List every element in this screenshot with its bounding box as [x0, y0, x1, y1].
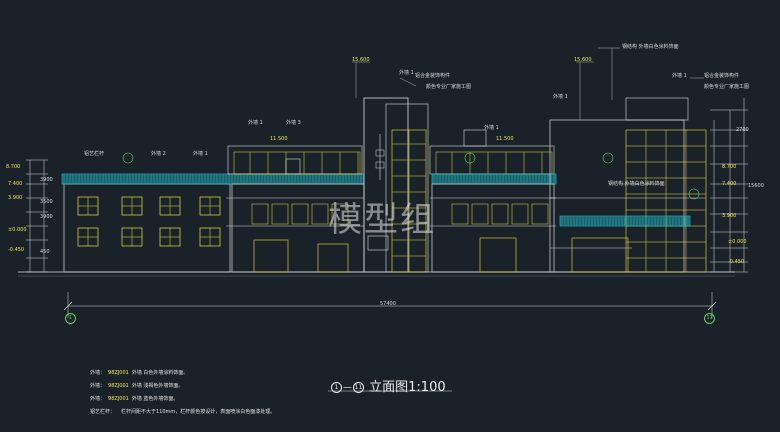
drawing-title: 1—11 立面图1:100 [330, 376, 446, 395]
note-code: 98ZJ001 [108, 383, 129, 389]
annotation-a10: 铝合金装饰构件 [704, 73, 740, 79]
note-code: 98ZJ001 [108, 370, 129, 376]
annotation-a1: 铝艺栏杆 [84, 151, 105, 157]
note-text: 外墙 浅褐色外墙饰面。 [131, 383, 184, 389]
dim-tick-slash [707, 301, 717, 311]
annotation-a34: 450 [40, 249, 50, 255]
note-label: 外墙： [90, 383, 106, 389]
upper-right-glazing [435, 151, 553, 175]
annotation-a30: 3900 [40, 177, 53, 183]
title-text: 立面图1:100 [369, 380, 446, 395]
glass-panel [291, 203, 309, 225]
watermark: 模型组 [328, 200, 436, 240]
annotation-a19: 11.500 [496, 136, 514, 142]
annotation-a31: 3500 [40, 199, 53, 205]
annotation-a32: 3900 [40, 214, 53, 220]
glass-panel [311, 203, 329, 225]
annotation-a8: 外墙 1 [553, 94, 568, 100]
annotation-a12: 颜色专业厂家施工图 [704, 84, 750, 90]
right-stair-top [463, 129, 487, 147]
note-code: 98ZJ001 [108, 396, 129, 402]
dim-tick-slash [63, 301, 73, 311]
annotation-a33: 2700 [736, 127, 749, 133]
annotation-a16: 15.600 [352, 57, 370, 63]
title-axis-start: 1 [331, 382, 342, 393]
annotation-a25: 3.900 [722, 213, 737, 219]
note-text: 栏杆间距不大于110mm，栏杆颜色按设计，表面喷涂白色面漆处理。 [121, 409, 276, 415]
upper-door [285, 158, 301, 175]
annotation-a14: 钢结构 外墙白色涂料饰面 [608, 181, 665, 187]
tower-ornament [375, 161, 385, 169]
glass-panel [511, 203, 529, 225]
annotation-a26: ±0.000 [8, 227, 27, 233]
glass-panel [251, 203, 269, 225]
upper-left-glazing [233, 151, 361, 175]
far-right-block [549, 119, 685, 273]
annotation-a11: 颜色专业厂家施工图 [426, 84, 472, 90]
note-label: 铝艺栏杆： [90, 409, 116, 415]
upper-left-box [227, 145, 363, 175]
annotation-a13: 钢结构 外墙白色涂料饰面 [622, 44, 679, 50]
annotation-a6: 外墙 1 [399, 70, 414, 76]
annotation-a5: 外墙 3 [286, 120, 301, 126]
note-label: 外墙： [90, 396, 106, 402]
annotation-a2: 外墙 2 [151, 151, 166, 157]
total-dimension: 57400 [380, 301, 396, 307]
leader [399, 77, 417, 87]
annotation-a4: 外墙 1 [248, 120, 263, 126]
glass-panel [271, 203, 289, 225]
annotation-a23: 7.400 [722, 181, 737, 187]
right-block [431, 183, 555, 273]
left-parapet-railing [61, 173, 365, 185]
title-dash: — [343, 382, 352, 393]
annotation-a9: 铝合金装饰构件 [415, 73, 451, 79]
title-axis-end: 11 [353, 382, 364, 393]
axis-marker [688, 188, 700, 200]
tower-ornament [375, 149, 385, 157]
note-label: 外墙： [90, 370, 106, 376]
annotation-a18: 11.500 [270, 136, 288, 142]
glass-panel [491, 203, 509, 225]
glass-panel [451, 203, 469, 225]
annotation-a22: 7.400 [8, 181, 23, 187]
upper-right-box [429, 145, 555, 175]
annotation-a3: 外墙 1 [193, 151, 208, 157]
glass-panel [531, 203, 549, 225]
annotation-a21: 8.700 [722, 164, 737, 170]
entrance-door [253, 239, 289, 273]
axis-bubble-right: 11 [704, 313, 715, 324]
annotation-a15: 外墙 1 [672, 73, 687, 79]
glass-panel [471, 203, 489, 225]
annotation-a27: ±0.000 [728, 239, 747, 245]
axis-marker [464, 152, 476, 164]
annotation-a24: 3.900 [8, 195, 23, 201]
glass-panel [331, 203, 349, 225]
annotation-a29: -0.450 [728, 259, 745, 265]
axis-bubble-left: 1 [65, 313, 76, 324]
annotation-a17: 15.600 [574, 57, 592, 63]
annotation-a7: 外墙 1 [484, 125, 499, 131]
far-right-top [625, 97, 689, 121]
building-outline [18, 47, 748, 392]
axis-marker [122, 152, 134, 164]
annotation-a20: 8.700 [6, 164, 21, 170]
right-entrance [479, 237, 517, 273]
note-text: 外墙 蓝色外墙饰面。 [131, 396, 179, 402]
far-right-door [571, 237, 629, 273]
side-door [317, 243, 349, 273]
annotation-a28: -0.450 [8, 247, 25, 253]
note-row: 铝艺栏杆： 栏杆间距不大于110mm，栏杆颜色按设计，表面喷涂白色面漆处理。 [90, 408, 275, 415]
tower-window [367, 235, 389, 251]
annotation-a35: 15600 [748, 183, 764, 189]
axis-marker [602, 152, 614, 164]
note-text: 外墙 白色外墙涂料饰面。 [131, 370, 189, 376]
